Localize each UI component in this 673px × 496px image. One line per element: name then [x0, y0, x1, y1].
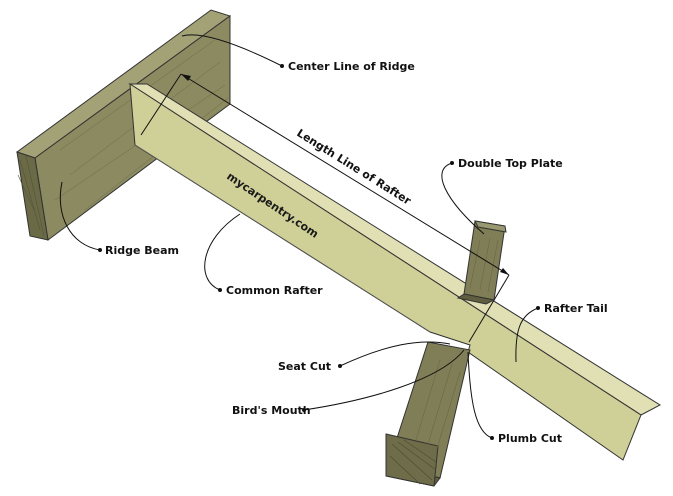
callout-ridge-beam: Ridge Beam: [59, 181, 179, 257]
callout-plumb-cut: Plumb Cut: [467, 351, 562, 445]
ridge-beam: [15, 9, 232, 241]
callout-seat-cut: Seat Cut: [278, 341, 451, 373]
label-rafter-tail: Rafter Tail: [544, 302, 608, 315]
rafter-top-edge-line: [134, 144, 431, 333]
rafter-top-face: [128, 83, 662, 416]
label-double-top-plate: Double Top Plate: [458, 157, 563, 170]
label-birds-mouth: Bird's Mouth: [232, 404, 311, 417]
callout-common-rafter: Common Rafter: [204, 213, 323, 297]
double-top-plate-lower: [385, 341, 471, 487]
center-line-of-ridge-mark: [140, 73, 182, 136]
label-ridge-beam: Ridge Beam: [105, 244, 179, 257]
common-rafter: mycarpentry.com: [128, 73, 662, 461]
label-seat-cut: Seat Cut: [278, 360, 331, 373]
callout-double-top-plate: Double Top Plate: [441, 157, 563, 235]
label-center-line-of-ridge: Center Line of Ridge: [288, 60, 415, 73]
plumb-line-mark: [468, 274, 510, 343]
callout-birds-mouth: Bird's Mouth: [232, 349, 465, 417]
rafter-side-face: [129, 83, 642, 461]
callout-center-line-of-ridge: Center Line of Ridge: [181, 34, 415, 73]
label-plumb-cut: Plumb Cut: [498, 432, 562, 445]
plate-front: [385, 433, 439, 487]
label-common-rafter: Common Rafter: [226, 284, 323, 297]
callout-rafter-tail: Rafter Tail: [515, 302, 608, 363]
